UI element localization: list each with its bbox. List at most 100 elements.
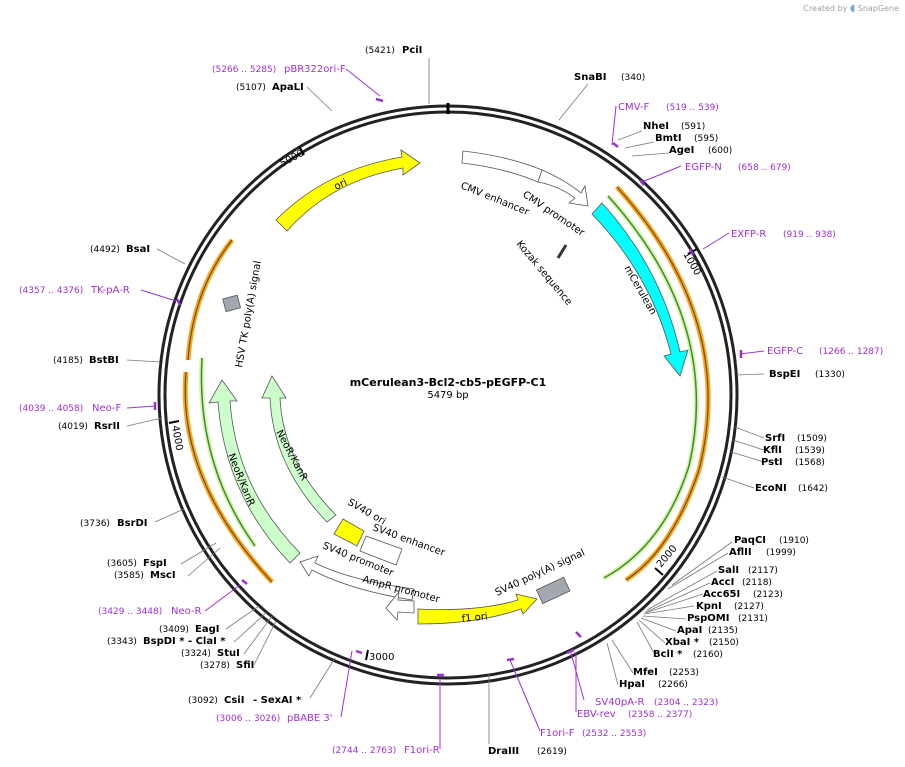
cmv-promoter-feature[interactable] [537, 169, 589, 207]
sv40-ori-feature[interactable] [333, 518, 365, 547]
site-name: EcoNI [755, 483, 787, 494]
site-name: BmtI [655, 133, 682, 144]
created-by-label: Created by [803, 4, 848, 13]
primer-name: EGFP-N [685, 162, 722, 173]
site-pos: (2127) [734, 602, 764, 612]
site-name: KflI [763, 445, 782, 456]
egfp-band-right-line [616, 186, 709, 581]
primer-name: TK-pA-R [90, 285, 130, 296]
primer-range: (519 .. 539) [666, 103, 719, 113]
site-pos: (2118) [742, 578, 772, 588]
site-pos: (1539) [795, 446, 825, 456]
mcerulean-feature[interactable] [591, 202, 689, 377]
hsv-tk-polya-feature[interactable] [222, 294, 242, 313]
site-name: ApaLI [272, 82, 304, 93]
site-pos: (1910) [779, 536, 809, 546]
site-name: ApaI [677, 625, 702, 636]
primer-labels: (5266 .. 5285) pBR322ori-F CMV-F (519 ..… [19, 64, 883, 756]
site-name: KpnI [696, 601, 722, 612]
site-name: DraIII [488, 746, 519, 757]
site-pos: (3092) [188, 696, 218, 706]
site-pos: (3585) [114, 571, 144, 581]
site-name: AflII [729, 547, 752, 558]
primer-range: (3006 .. 3026) [216, 714, 280, 724]
site-name: AccI [711, 577, 734, 588]
kozak-feature [556, 244, 568, 259]
primer-range: (2744 .. 2763) [332, 746, 396, 756]
cmv-enhancer-label: CMV enhancer [459, 181, 531, 219]
site-pos: (2135) [708, 626, 738, 636]
site-pos: (340) [621, 73, 645, 83]
site-pos: (2117) [748, 566, 778, 576]
ori-feature[interactable] [275, 149, 421, 232]
site-name: SrfI [765, 433, 785, 444]
site-pos: (4185) [53, 356, 83, 366]
neo-band-left-green [200, 357, 256, 547]
tick-3000: 3000 [369, 652, 394, 663]
site-name: NheI [643, 121, 669, 132]
site-pos: (1509) [797, 434, 827, 444]
sv40-polya-feature[interactable] [535, 576, 571, 605]
primer-name: F1ori-R [404, 745, 440, 756]
f1-ori-label: f1 ori [461, 611, 488, 625]
ampr-promoter-feature[interactable] [385, 590, 415, 621]
site-name: StuI [217, 648, 240, 659]
neo-band-left-line [184, 371, 273, 583]
site-pos: (3736) [80, 519, 110, 529]
site-name: MscI [150, 570, 176, 581]
primer-name: Neo-F [92, 403, 122, 414]
site-pos: (1568) [795, 458, 825, 468]
site-name: SalI [718, 565, 739, 576]
neo-kanr-outer-feature[interactable] [208, 379, 301, 564]
site-pos: (1642) [798, 484, 828, 494]
site-name: CsiI [224, 695, 244, 706]
sv40-enhancer-feature[interactable] [359, 535, 403, 566]
site-name: FspI [143, 558, 167, 569]
tick-5000-mark [298, 145, 305, 156]
tick-4000: 4000 [169, 425, 184, 452]
site-pos: (5421) [365, 46, 395, 56]
primer-name: pBABE 3' [287, 713, 333, 724]
primer-name: Neo-R [171, 606, 202, 617]
site-leaders [126, 58, 765, 744]
site-name: BsrDI [117, 518, 148, 529]
primer-range: (2304 .. 2323) [654, 698, 718, 708]
site-pos: (2123) [753, 590, 783, 600]
site-name: EagI [195, 624, 219, 635]
hsv-tk-polya-label: HSV TK poly(A) signal [234, 260, 264, 369]
site-name: BclI * [653, 649, 683, 660]
tick-2000-mark [654, 567, 664, 576]
site-pos: (3409) [159, 625, 189, 635]
cmv-enhancer-feature[interactable] [461, 150, 543, 183]
site-pos: (2253) [669, 668, 699, 678]
site-name: PstI [761, 457, 783, 468]
plasmid-name: mCerulean3-Bcl2-cb5-pEGFP-C1 [350, 376, 547, 389]
primer-ticks [153, 97, 743, 677]
sv40-promoter-feature[interactable] [299, 555, 415, 601]
sv40-ori-label: SV40 ori [346, 497, 388, 528]
tick-4000-mark [168, 420, 180, 424]
site-pos: (600) [708, 146, 732, 156]
site-pos: (2619) [537, 747, 567, 757]
site-pos: (1330) [815, 370, 845, 380]
f1-ori-feature[interactable] [417, 593, 538, 625]
site-pos: (595) [694, 134, 718, 144]
site-pos: (5107) [236, 83, 266, 93]
primer-range: (1266 .. 1287) [819, 347, 883, 357]
primer-name: EXFP-R [731, 229, 766, 240]
brand-name: SnapGene [857, 4, 899, 13]
site-name: RsrII [94, 421, 120, 432]
primer-range: (2532 .. 2553) [582, 729, 646, 739]
primer-range: (3429 .. 3448) [98, 607, 162, 617]
primer-range: (4357 .. 4376) [19, 286, 83, 296]
neo-kanr-inner-feature[interactable] [261, 375, 337, 523]
site-name: HpaI [619, 679, 645, 690]
site-pos: (3343) [107, 637, 137, 647]
egfp-band-right-green [603, 195, 698, 579]
site-name: PspOMI [687, 613, 729, 624]
site-name: BspDI * - ClaI * [143, 636, 226, 647]
site-name: SfiI [236, 660, 254, 671]
site-name: MfeI [633, 667, 658, 678]
site-pos: (4492) [90, 245, 120, 255]
